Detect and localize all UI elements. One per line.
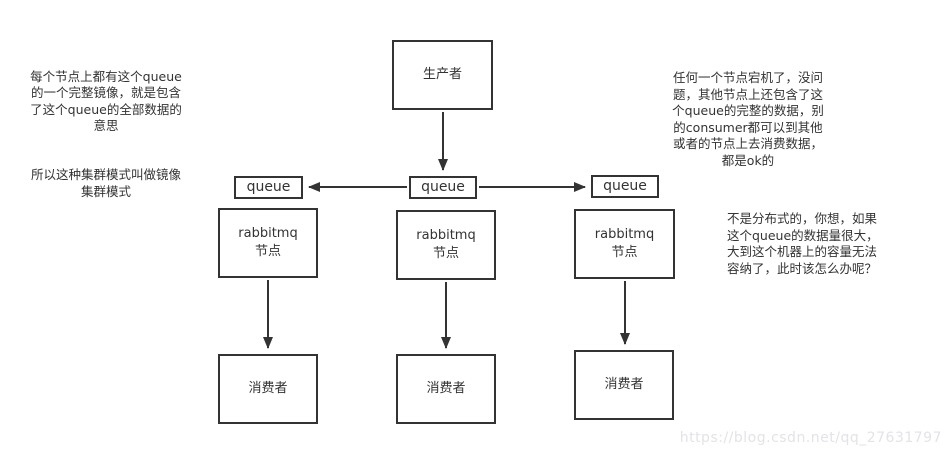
note-not-distributed: 不是分布式的，你想，如果 这个queue的数据量很大， 大到这个机器上的容量无法…: [727, 211, 879, 276]
consumer-box-center: 消费者: [396, 354, 496, 424]
queue-box-center: queue: [409, 176, 477, 199]
note-mirror-explanation-para2: 所以这种集群模式叫做镜像 集群模式: [30, 167, 181, 199]
rabbitmq-node-box-left: rabbitmq 节点: [218, 208, 318, 278]
queue-box-right: queue: [591, 175, 659, 198]
consumer-box-left: 消费者: [218, 354, 318, 424]
producer-box: 生产者: [392, 40, 493, 110]
note-mirror-explanation-para1: 每个节点上都有这个queue 的一个完整镜像，就是包含 了这个queue的全部数…: [30, 68, 182, 134]
note-node-failure: 任何一个节点宕机了，没问 题，其他节点上还包含了这 个queue的完整的数据，别…: [672, 70, 824, 168]
rabbitmq-node-box-right: rabbitmq 节点: [574, 209, 675, 279]
queue-box-left: queue: [234, 176, 303, 199]
rabbitmq-node-box-center: rabbitmq 节点: [396, 210, 496, 280]
csdn-watermark: https://blog.csdn.net/qq_27631797: [679, 430, 942, 446]
consumer-box-right: 消费者: [574, 350, 674, 420]
note-mirror-explanation: 每个节点上都有这个queue 的一个完整镜像，就是包含 了这个queue的全部数…: [10, 52, 202, 217]
